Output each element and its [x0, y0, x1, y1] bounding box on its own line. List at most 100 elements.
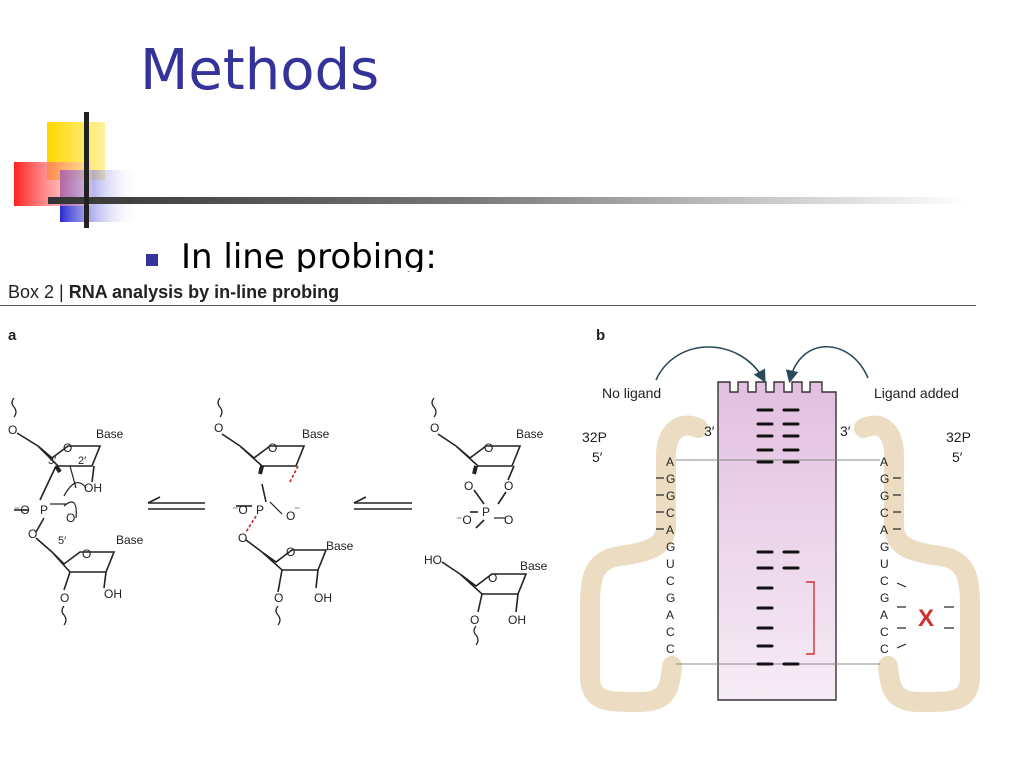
bullet-text: In line probing: — [181, 237, 437, 272]
right-base-9: A — [880, 608, 888, 622]
m1-ring-o2: O — [82, 547, 91, 561]
m1-o3: O — [60, 591, 69, 605]
left-base-10: C — [666, 625, 675, 639]
right-sequence-ticks — [893, 477, 954, 649]
m2-o-top: O — [214, 421, 223, 435]
m3-oh3: OH — [508, 613, 526, 627]
m1-p: P — [40, 503, 48, 517]
left-base-2: G — [666, 489, 675, 503]
left-base-6: U — [666, 557, 675, 571]
m1-o-minus: ⁻O — [14, 503, 30, 517]
right-base-11: C — [880, 642, 889, 656]
panel-a-label: a — [8, 327, 17, 344]
m3-ring-o2: O — [488, 571, 497, 585]
left-5prime: 5′ — [592, 449, 603, 465]
m2-o-right: O — [286, 509, 295, 523]
m2-ring-o: O — [268, 441, 277, 455]
right-base-3: C — [880, 506, 889, 520]
box-heading: Box 2 | RNA analysis by in-line probing — [8, 282, 339, 303]
ligand-added-label: Ligand added — [874, 385, 959, 401]
title-rule — [48, 197, 968, 204]
m1-base2: Base — [116, 533, 144, 547]
m3-o-b: O — [504, 479, 513, 493]
cleavage-blocked-x: X — [918, 605, 934, 632]
left-base-11: C — [666, 642, 675, 656]
m1-base: Base — [96, 427, 124, 441]
equilibrium-arrow-2 — [353, 496, 412, 510]
molecule-1-labels: O O Base 3′ 2′ OH ⁻O P O O 5′ O Base O O… — [8, 423, 144, 605]
right-32p: 32P — [946, 429, 971, 445]
m1-oh3: OH — [104, 587, 122, 601]
m1-oh2: OH — [84, 481, 102, 495]
ligand-added-arrow — [785, 345, 869, 384]
right-base-6: U — [880, 557, 889, 571]
m3-base2: Base — [520, 559, 548, 573]
m3-ring-o: O — [484, 441, 493, 455]
m1-c3: 3′ — [48, 455, 56, 467]
molecule-3 — [431, 397, 528, 646]
right-5prime: 5′ — [952, 449, 963, 465]
m1-c2: 2′ — [78, 455, 86, 467]
m1-c5: 5′ — [58, 535, 66, 547]
molecule-2 — [217, 397, 328, 626]
right-base-0: A — [880, 455, 888, 469]
gel — [717, 381, 837, 701]
m3-o-minus: ⁻O — [456, 513, 472, 527]
molecule-2-labels: O O Base ⁻O P O ⁻ O O Base O OH — [214, 421, 354, 605]
left-3prime: 3′ — [704, 423, 715, 439]
left-base-4: A — [666, 523, 674, 537]
m2-p: P — [256, 503, 264, 517]
m2-ring-o2: O — [286, 545, 295, 559]
left-rna-strand — [580, 415, 708, 713]
m2-o-minus2: ⁻ — [294, 503, 300, 517]
left-base-7: C — [666, 574, 675, 588]
m2-o3: O — [274, 591, 283, 605]
right-base-5: G — [880, 540, 889, 554]
right-base-10: C — [880, 625, 889, 639]
left-base-8: G — [666, 591, 675, 605]
m2-base2: Base — [326, 539, 354, 553]
right-base-4: A — [880, 523, 888, 537]
left-base-5: G — [666, 540, 675, 554]
protected-region-bracket — [806, 581, 815, 655]
m3-o-right: O — [504, 513, 513, 527]
right-rna-strand — [854, 415, 980, 713]
gel-body — [717, 381, 837, 701]
in-line-probing-figure: a O O Base 3′ 2′ OH ⁻O P O O 5′ O Base O… — [8, 327, 980, 713]
right-base-7: C — [880, 574, 889, 588]
m3-o3: O — [470, 613, 479, 627]
no-ligand-label: No ligand — [602, 385, 661, 401]
lane-ligand-added-bands — [782, 408, 800, 666]
panel-b-label: b — [596, 327, 605, 344]
lane-no-ligand-bands — [756, 408, 774, 666]
left-base-1: G — [666, 472, 675, 486]
title-decoration — [14, 112, 968, 228]
m3-ho: HO — [424, 553, 442, 567]
m2-o-minus: ⁻O — [232, 503, 248, 517]
box-rule — [0, 305, 976, 306]
left-base-9: A — [666, 608, 674, 622]
m2-base: Base — [302, 427, 330, 441]
m3-o-a: O — [464, 479, 473, 493]
m3-o-top: O — [430, 421, 439, 435]
vertical-bar — [84, 112, 89, 228]
m3-base: Base — [516, 427, 544, 441]
right-base-1: G — [880, 472, 889, 486]
left-sequence-ticks — [656, 477, 664, 530]
right-sequence: A G G C A G U C G A C C — [880, 455, 889, 656]
m1-o-top: O — [8, 423, 17, 437]
right-3prime: 3′ — [840, 423, 851, 439]
molecule-1 — [11, 397, 116, 626]
molecule-3-labels: O O Base O O P ⁻O O HO O Base O OH — [424, 421, 548, 627]
m1-o-low: O — [28, 527, 37, 541]
right-base-2: G — [880, 489, 889, 503]
left-sequence: A G G C A G U C G A C C — [666, 455, 675, 656]
slide-title: Methods — [140, 38, 380, 103]
box-prefix: Box 2 | — [8, 282, 69, 302]
left-base-0: A — [666, 455, 674, 469]
equilibrium-arrow-1 — [147, 496, 205, 510]
m1-o-right: O — [66, 511, 75, 525]
bullet-marker — [146, 254, 158, 266]
left-32p: 32P — [582, 429, 607, 445]
left-base-3: C — [666, 506, 675, 520]
